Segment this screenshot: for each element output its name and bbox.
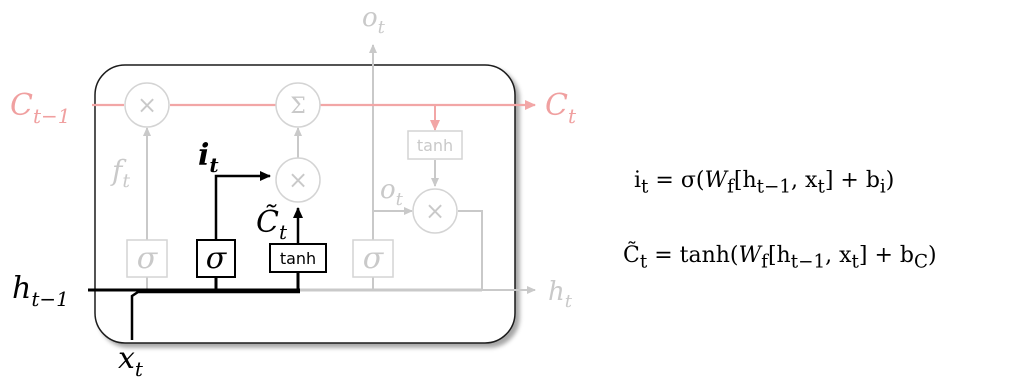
hidden-input-label: ht−1: [12, 271, 69, 311]
input-x-label: xt: [118, 341, 144, 381]
output-sigma-box: σ: [352, 239, 394, 278]
cell-state-output-label: Ct: [545, 88, 577, 128]
hidden-output-label: ht: [548, 277, 573, 312]
svg-text:Σ: Σ: [290, 94, 306, 119]
top-output-label: ot: [362, 3, 386, 38]
forget-multiply-op: ×: [124, 82, 170, 128]
candidate-tanh-box: tanh: [269, 243, 327, 273]
equation-input-gate: it = σ(Wf[ht−1, xt] + bi): [634, 168, 895, 198]
equation-candidate: C̃t = tanh(Wf[ht−1, xt] + bC): [623, 243, 937, 273]
cell-state-input-label: Ct−1: [10, 88, 71, 128]
faded-paths: [143, 44, 536, 294]
output-multiply-op: ×: [412, 188, 458, 234]
svg-text:σ: σ: [137, 241, 159, 276]
svg-text:σ: σ: [363, 241, 385, 276]
svg-text:×: ×: [425, 197, 445, 225]
svg-text:tanh: tanh: [417, 136, 453, 155]
svg-text:×: ×: [137, 91, 157, 119]
forget-sigma-box: σ: [126, 239, 168, 278]
sum-op: Σ: [275, 82, 321, 128]
output-gate-label: ot: [380, 175, 404, 210]
cell-tanh-box: tanh: [407, 130, 463, 160]
input-sigma-box: σ: [196, 239, 236, 278]
active-paths: [88, 171, 303, 340]
svg-text:σ: σ: [206, 241, 228, 276]
input-gate-label: it: [198, 138, 219, 177]
input-multiply-op: ×: [275, 157, 321, 203]
candidate-label: C̃t: [256, 205, 288, 244]
svg-text:×: ×: [288, 166, 308, 194]
svg-text:tanh: tanh: [280, 249, 316, 268]
